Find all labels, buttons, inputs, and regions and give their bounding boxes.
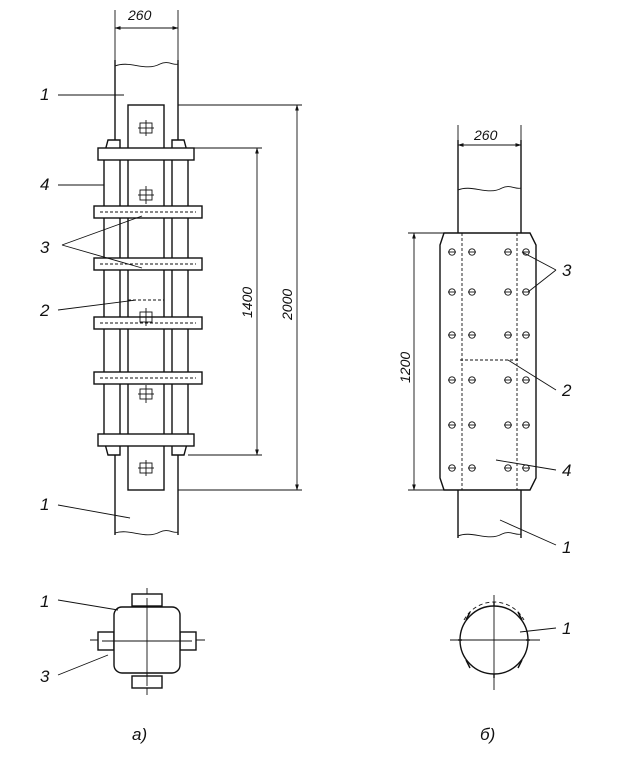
bolts-a <box>93 147 203 447</box>
label-bolts-a: 3 <box>40 238 50 257</box>
label-strap-b: 4 <box>562 461 571 480</box>
leaders-a <box>57 94 143 519</box>
label-strap-a: 4 <box>40 175 49 194</box>
splice-plates-a <box>127 104 165 491</box>
dim-1200: 1200 <box>397 352 413 383</box>
label-bolts-section-a: 3 <box>40 667 50 686</box>
strap-plate-b <box>439 232 537 491</box>
section-a <box>57 588 205 695</box>
label-bolts-b: 3 <box>562 261 572 280</box>
dimension-2000 <box>178 104 302 491</box>
dim-width-b: 260 <box>473 127 498 143</box>
label-post-top-a: 1 <box>40 85 49 104</box>
labels: 260 1400 2000 1 4 3 2 1 260 1200 3 2 4 1… <box>39 7 572 744</box>
label-joint-a: 2 <box>39 301 50 320</box>
section-b <box>450 595 557 690</box>
view-b <box>408 125 557 546</box>
bolt-grid-b <box>448 248 530 472</box>
caption-a: а) <box>132 725 147 744</box>
label-joint-b: 2 <box>561 381 572 400</box>
label-post-b: 1 <box>562 538 571 557</box>
dimension-1200 <box>408 232 444 491</box>
label-post-section-a: 1 <box>40 592 49 611</box>
leaders-b <box>495 251 557 546</box>
view-a <box>57 10 302 536</box>
bolt-heads-a <box>138 120 154 476</box>
dim-width-a: 260 <box>127 7 152 23</box>
dim-2000: 2000 <box>279 289 295 321</box>
label-post-bottom-a: 1 <box>40 495 49 514</box>
dim-1400: 1400 <box>239 287 255 318</box>
caption-b: б) <box>480 725 495 744</box>
dimension-1400 <box>188 147 262 456</box>
label-post-section-b: 1 <box>562 619 571 638</box>
